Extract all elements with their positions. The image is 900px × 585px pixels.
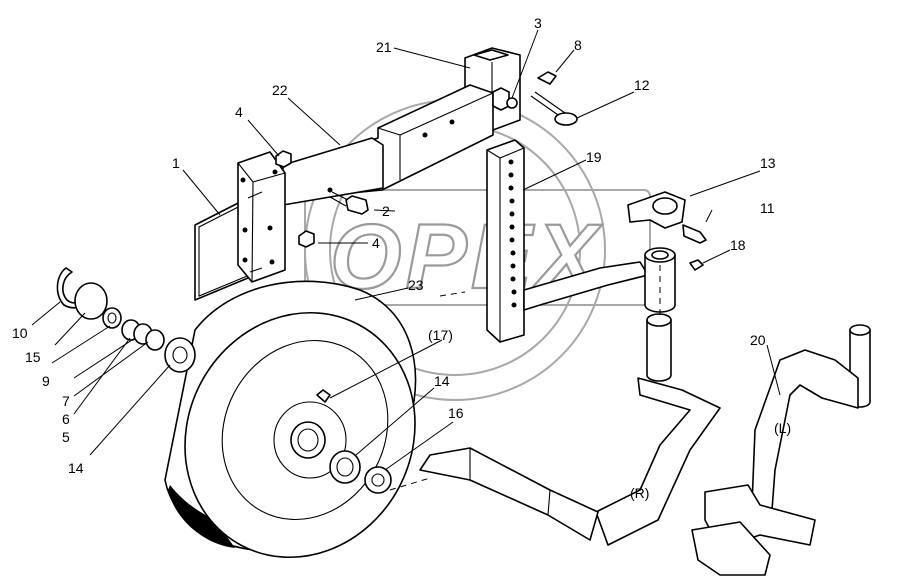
bearing-14-right	[329, 450, 361, 484]
label-4-lower: 4	[372, 235, 380, 251]
spindle-arm-right	[419, 313, 721, 546]
hub-fitting-17	[316, 389, 331, 403]
label-16: 16	[448, 405, 464, 421]
label-3: 3	[534, 15, 542, 31]
label-20: 20	[750, 332, 766, 348]
label-22: 22	[272, 82, 288, 98]
set-screw-11	[682, 224, 707, 244]
label-5: 5	[62, 429, 70, 445]
label-8: 8	[574, 37, 582, 53]
bolt-2	[329, 191, 369, 215]
label-2: 2	[382, 203, 390, 219]
label-7: 7	[62, 393, 70, 409]
label-15: 15	[25, 349, 41, 365]
label-13: 13	[760, 155, 776, 171]
marker-right: (R)	[630, 485, 649, 501]
part-labels: 1 2 3 4 4 5 6 7 8 9 10 11 12 13 14 14 15…	[12, 15, 791, 501]
label-12: 12	[634, 77, 650, 93]
label-19: 19	[586, 149, 602, 165]
leader-lines	[31, 29, 781, 471]
label-17: (17)	[428, 327, 453, 343]
label-6: 6	[62, 411, 70, 427]
clamp-plate	[237, 151, 286, 283]
label-11: 11	[760, 200, 775, 216]
pin-12	[530, 91, 578, 126]
label-10: 10	[12, 325, 28, 341]
bolt-3	[492, 87, 518, 111]
label-21: 21	[376, 39, 392, 55]
label-14-right: 14	[434, 373, 450, 389]
grease-fitting-18	[689, 259, 704, 271]
label-18: 18	[730, 237, 746, 253]
wheel-icon	[164, 280, 417, 559]
hardware-stack-left	[56, 267, 196, 373]
spindle-arm-left	[691, 324, 871, 576]
nut-4-top	[275, 150, 292, 168]
label-14-left: 14	[68, 460, 84, 476]
clamp-13	[627, 191, 686, 229]
label-4-top: 4	[235, 104, 243, 120]
marker-left: (L)	[774, 420, 791, 436]
washer-16	[364, 466, 392, 494]
clip-8	[537, 71, 557, 85]
label-1: 1	[172, 155, 180, 171]
label-9: 9	[42, 373, 50, 389]
main-beam-22	[279, 84, 494, 206]
u-bolt-1	[194, 197, 253, 301]
nut-4-lower	[298, 230, 315, 248]
housing-tube	[644, 247, 676, 313]
assembly-lines	[389, 265, 661, 491]
upright-bar-19	[486, 139, 649, 343]
label-23: 23	[408, 277, 424, 293]
